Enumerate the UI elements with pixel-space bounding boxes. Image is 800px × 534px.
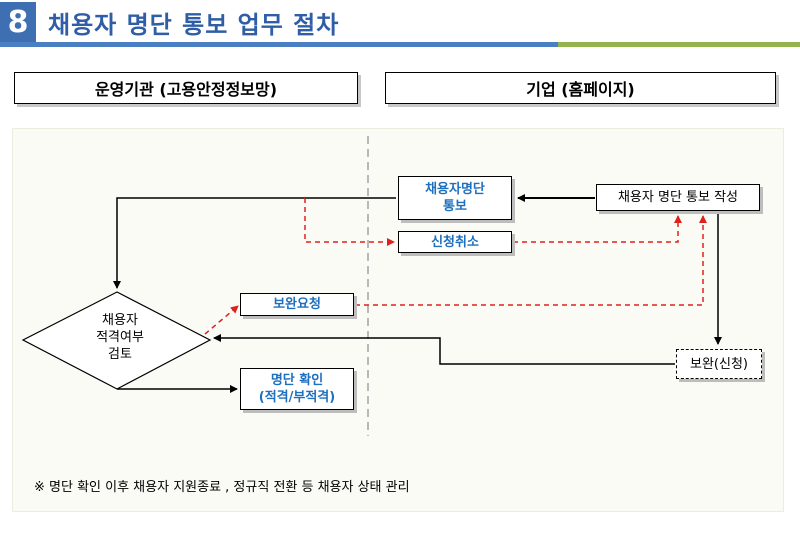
page-title: 채용자 명단 통보 업무 절차 bbox=[48, 10, 340, 39]
node-supplement-apply: 보완(신청) bbox=[676, 349, 762, 379]
node-notify-line2: 통보 bbox=[443, 199, 467, 214]
node-decision-line1: 채용자 bbox=[102, 313, 138, 328]
node-confirm: 명단 확인 (적격/부적격) bbox=[240, 368, 354, 410]
dashed-notify-to-cancel bbox=[304, 198, 395, 246]
arrow-notify-to-decision bbox=[113, 197, 396, 289]
lane-header-company: 기업 (홈페이지) bbox=[385, 72, 776, 104]
node-decision-label: 채용자 적격여부 검토 bbox=[70, 312, 170, 363]
node-write-label: 채용자 명단 통보 작성 bbox=[617, 190, 739, 205]
arrow-supplement-to-decision bbox=[213, 334, 675, 365]
node-supplement-request: 보완요청 bbox=[240, 293, 354, 316]
node-confirm-line1: 명단 확인 bbox=[270, 373, 324, 388]
dashed-decision-to-request bbox=[204, 305, 239, 335]
lane-header-operator: 운영기관 (고용안정정보망) bbox=[14, 72, 358, 104]
footnote: ※ 명단 확인 이후 채용자 지원종료 , 정규직 전환 등 채용자 상태 관리 bbox=[34, 480, 410, 495]
title-rule-blue bbox=[0, 42, 558, 47]
node-supplement-apply-label: 보완(신청) bbox=[690, 356, 748, 372]
node-cancel-label: 신청취소 bbox=[431, 234, 479, 250]
node-confirm-line2: (적격/부적격) bbox=[258, 390, 336, 405]
title-rule-green bbox=[558, 42, 800, 47]
node-notify-line1: 채용자명단 bbox=[425, 182, 485, 197]
node-cancel: 신청취소 bbox=[398, 231, 512, 253]
dashed-cancel-to-write bbox=[513, 215, 682, 243]
section-number-badge: 8 bbox=[0, 2, 36, 42]
node-supplement-request-label: 보완요청 bbox=[273, 297, 321, 312]
node-notify: 채용자명단 통보 bbox=[398, 176, 512, 220]
dashed-request-to-write bbox=[355, 215, 707, 306]
node-decision-line3: 검토 bbox=[108, 347, 132, 362]
node-decision-line2: 적격여부 bbox=[96, 330, 144, 345]
node-write: 채용자 명단 통보 작성 bbox=[596, 184, 760, 211]
